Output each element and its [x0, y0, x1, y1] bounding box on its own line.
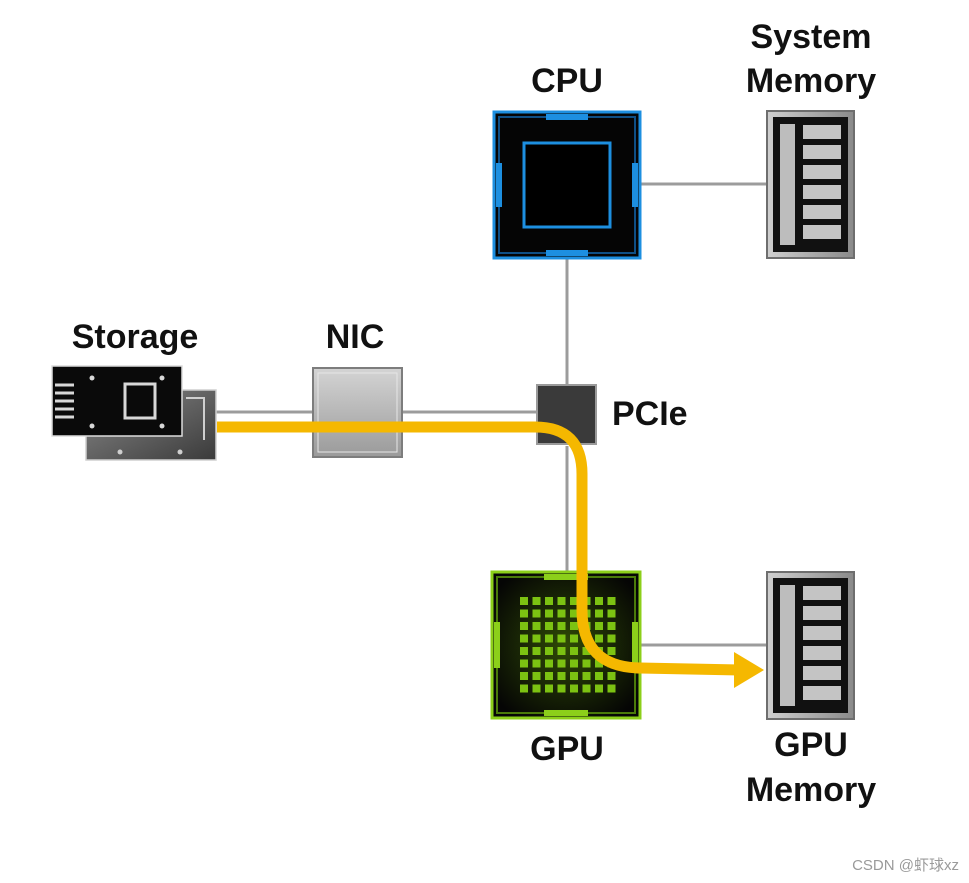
gpu-icon	[490, 570, 642, 720]
gpu-core-cell	[607, 634, 616, 643]
gpu-core-cell	[545, 622, 553, 630]
nic-icon	[312, 367, 403, 458]
pcie-label: PCIe	[612, 395, 688, 433]
gpu-core-cell	[557, 647, 566, 655]
gpu-memory-icon	[766, 571, 855, 720]
gpu-core-cell	[607, 597, 616, 605]
gpu-core-cell	[570, 634, 578, 643]
gpu-core-cell	[570, 672, 578, 680]
gpu-core-cell	[520, 597, 528, 605]
gpu-label: GPU	[530, 730, 604, 768]
gpu-core-cell	[520, 647, 528, 655]
gpu-core-cell	[520, 684, 528, 693]
gpu-core-cell	[595, 684, 603, 693]
cpu-label: CPU	[531, 62, 603, 100]
gpu-core-cell	[557, 659, 566, 668]
gpu-core-cell	[595, 597, 603, 605]
storage-icon	[51, 365, 217, 461]
gpu-core-cell	[595, 609, 603, 618]
connector-lines	[215, 182, 768, 647]
gpu-core-cell	[570, 647, 578, 655]
gpu-core-cell	[532, 684, 541, 693]
gpu-core-cell	[545, 647, 553, 655]
gpu-core-cell	[545, 672, 553, 680]
gpu-core-cell	[607, 672, 616, 680]
gpu-core-cell	[545, 659, 553, 668]
system-memory-label-line2: Memory	[745, 62, 877, 100]
gpu-core-cell	[582, 659, 591, 668]
gpu-core-cell	[545, 609, 553, 618]
nic-label: NIC	[325, 318, 385, 356]
gpu-memory-label-line1: GPU	[774, 726, 848, 764]
watermark-text: CSDN @虾球xz	[852, 857, 959, 874]
gpu-core-cell	[595, 672, 603, 680]
gpu-core-cell	[545, 684, 553, 693]
gpu-core-cell	[532, 597, 541, 605]
gpu-core-cell	[595, 622, 603, 630]
gpu-core-cell	[570, 659, 578, 668]
gpu-core-cell	[570, 597, 578, 605]
gpu-core-cell	[557, 684, 566, 693]
gpu-core-cell	[520, 634, 528, 643]
gpu-core-cell	[532, 622, 541, 630]
gpu-core-cell	[570, 622, 578, 630]
gpu-core-cell	[582, 647, 591, 655]
system-memory-icon	[766, 110, 855, 259]
gpu-core-cell	[520, 672, 528, 680]
gpu-core-cell	[532, 634, 541, 643]
gpu-core-cell	[570, 684, 578, 693]
gpu-core-cell	[532, 647, 541, 655]
gpu-core-cell	[545, 597, 553, 605]
cpu-icon	[492, 110, 642, 260]
gpu-core-cell	[582, 684, 591, 693]
gpu-core-cell	[532, 609, 541, 618]
gpu-core-cell	[607, 622, 616, 630]
gpu-core-cell	[532, 659, 541, 668]
gpu-core-cell	[607, 609, 616, 618]
system-memory-label-line1: System	[750, 18, 872, 56]
storage-label: Storage	[71, 318, 199, 356]
gpu-memory-label-line2: Memory	[745, 771, 877, 809]
gpu-core-cell	[520, 609, 528, 618]
gpu-core-cell	[520, 659, 528, 668]
gpu-core-cell	[570, 609, 578, 618]
gpu-core-cell	[520, 622, 528, 630]
gpu-core-cell	[557, 634, 566, 643]
data-path-arrow	[217, 421, 764, 688]
gpu-core-cell	[557, 672, 566, 680]
gpu-core-cell	[595, 634, 603, 643]
gpu-core-cell	[595, 659, 603, 668]
arrow-head-icon	[734, 652, 764, 688]
gpu-core-cell	[557, 622, 566, 630]
gpu-core-cell	[557, 597, 566, 605]
gpu-core-cell	[532, 672, 541, 680]
gpu-core-cell	[607, 647, 616, 655]
gpu-core-cell	[582, 672, 591, 680]
gpu-core-cell	[557, 609, 566, 618]
gpu-core-cell	[607, 684, 616, 693]
gpu-core-cell	[545, 634, 553, 643]
